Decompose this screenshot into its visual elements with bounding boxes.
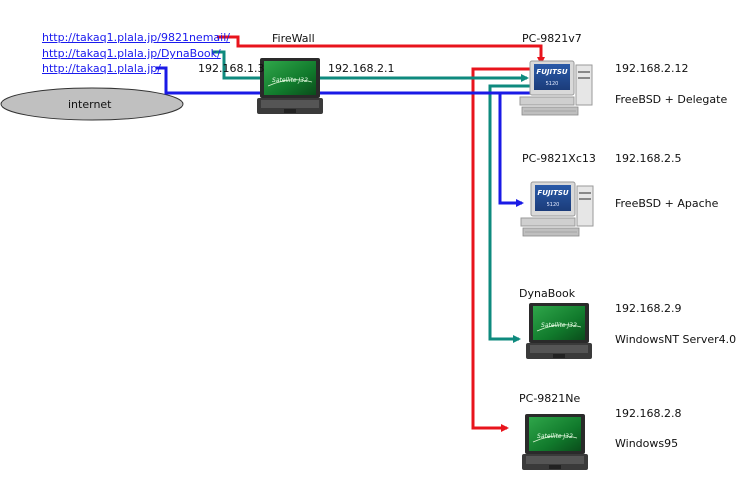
pc9821ne-laptop-icon — [521, 413, 589, 471]
host-ip-pc9821xc13: 192.168.2.5 — [615, 152, 682, 165]
dynabook-laptop-icon — [525, 302, 593, 360]
host-name-pc9821ne: PC-9821Ne — [519, 392, 581, 405]
host-software-dynabook: WindowsNT Server4.0 — [615, 333, 737, 346]
firewall-laptop-icon — [256, 57, 324, 115]
internet-label: internet — [68, 98, 112, 111]
link-root[interactable]: http://takaq1.plala.jp/ — [42, 62, 161, 75]
internet-cloud — [0, 87, 184, 121]
host-software-pc9821ne: Windows95 — [615, 437, 679, 450]
pc9821v7-desktop-icon — [519, 60, 593, 116]
link-9821nemail[interactable]: http://takaq1.plala.jp/9821nemail/ — [42, 31, 230, 44]
link-dynabook[interactable]: http://takaq1.plala.jp/DynaBook/ — [42, 47, 221, 60]
pc9821xc13-desktop-icon — [520, 181, 594, 237]
blue-connection — [156, 66, 540, 95]
host-software-pc9821xc13: FreeBSD + Apache — [615, 197, 719, 210]
teal-connection-dynabook — [488, 84, 530, 343]
red-connection-ne — [471, 67, 541, 432]
firewall-ip-inner: 192.168.2.1 — [328, 62, 395, 75]
host-ip-pc9821v7: 192.168.2.12 — [615, 62, 689, 75]
host-ip-dynabook: 192.168.2.9 — [615, 302, 682, 315]
blue-connection-xc13 — [498, 91, 524, 207]
firewall-name: FireWall — [272, 32, 315, 45]
host-ip-pc9821ne: 192.168.2.8 — [615, 407, 682, 420]
host-name-pc9821v7: PC-9821v7 — [522, 32, 582, 45]
firewall-ip-outer: 192.168.1.3 — [198, 62, 265, 75]
host-software-pc9821v7: FreeBSD + Delegate — [615, 93, 728, 106]
teal-connection — [212, 50, 529, 82]
host-name-dynabook: DynaBook — [519, 287, 576, 300]
host-name-pc9821xc13: PC-9821Xc13 — [522, 152, 596, 165]
red-connection — [217, 35, 545, 65]
